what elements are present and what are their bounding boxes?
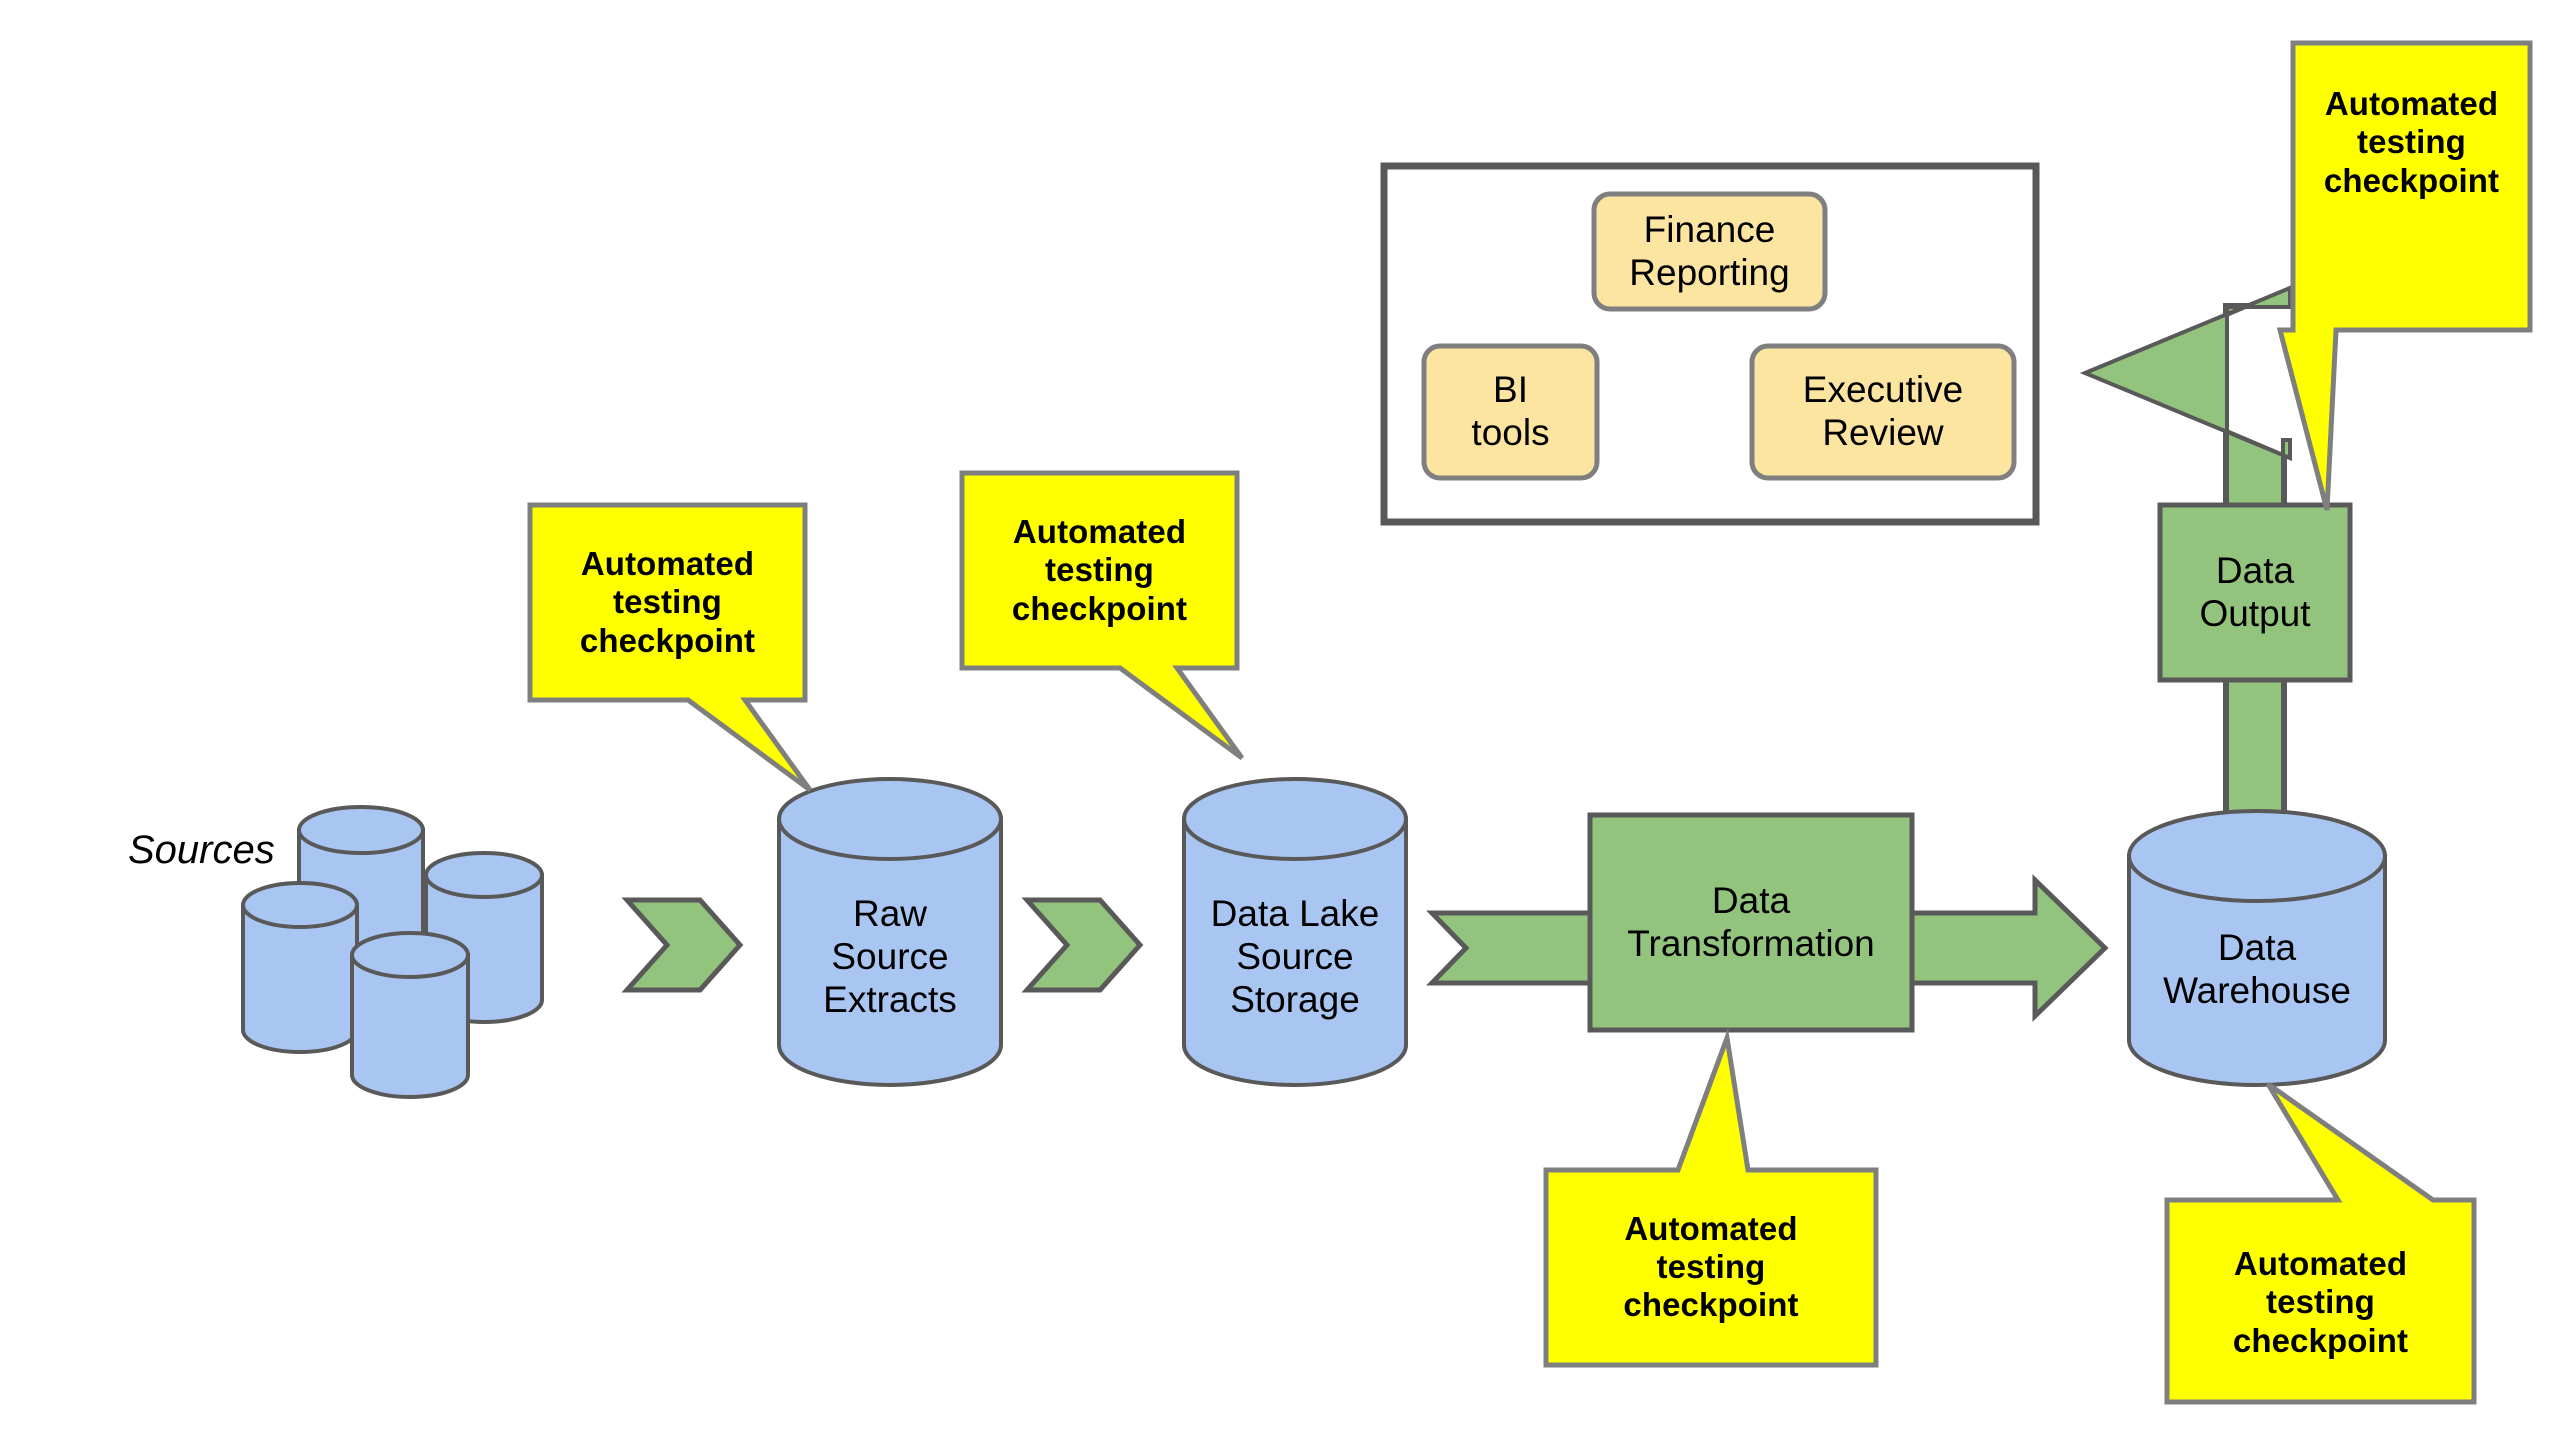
node-data-lake-source-storage-shape[interactable] [1182, 777, 1408, 1087]
arrow-sources-to-raw [621, 897, 744, 993]
callout-data-output-shape[interactable] [2276, 40, 2533, 511]
callout-data-lake-source-storage-shape[interactable] [959, 470, 1245, 761]
source-cylinder-4 [350, 931, 470, 1099]
consumer-bi-tools-shape[interactable] [1421, 343, 1600, 481]
consumer-executive-review-shape[interactable] [1749, 343, 2017, 481]
callout-raw-source-extracts-shape[interactable] [527, 502, 813, 793]
node-data-transformation-shape[interactable] [1587, 812, 1915, 1033]
node-raw-source-extracts-shape[interactable] [777, 777, 1003, 1087]
sources-cylinder-cluster [241, 805, 544, 1099]
consumer-finance-reporting-shape[interactable] [1591, 191, 1828, 312]
callout-data-transformation-shape[interactable] [1543, 1028, 1879, 1368]
callout-data-warehouse-shape[interactable] [2164, 1081, 2477, 1405]
node-data-output-shape[interactable] [2157, 502, 2353, 683]
arrow-raw-to-lake [1021, 897, 1144, 993]
node-data-warehouse-shape[interactable] [2127, 809, 2387, 1087]
source-cylinder-2 [241, 881, 359, 1054]
